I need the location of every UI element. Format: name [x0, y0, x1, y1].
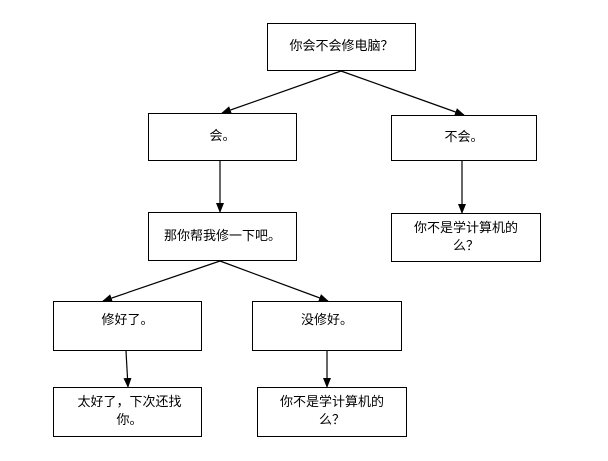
node-not-fixed-reply-line-2: 么？	[318, 413, 345, 428]
node-no-reply-line-2: 么？	[452, 238, 479, 254]
node-not-fixed-reply: 你不是学计算机的 么？	[257, 387, 407, 437]
node-fixed-reply-label: 太好了，下次还找你。	[77, 395, 182, 428]
node-not-fixed-label: 没修好。	[300, 313, 353, 328]
node-no-label: 不会。	[444, 130, 484, 145]
node-no-reply: 你不是学计算机的 么？	[391, 213, 541, 262]
node-help-label: 那你帮我修一下吧。	[163, 228, 281, 244]
node-yes: 会。	[148, 113, 297, 161]
node-not-fixed-reply-line-1: 你不是学计算机的	[279, 395, 384, 410]
node-no-reply-line-1: 你不是学计算机的	[413, 220, 518, 236]
node-help: 那你帮我修一下吧。	[148, 212, 297, 261]
node-root: 你会不会修电脑？	[267, 23, 416, 71]
node-yes-label: 会。	[209, 129, 236, 144]
node-fixed: 修好了。	[53, 301, 202, 351]
arrow-root-to-yes	[221, 70, 342, 114]
arrow-root-to-no	[340, 70, 465, 116]
node-not-fixed: 没修好。	[252, 301, 402, 351]
arrow-fixed-to-fixed-reply	[123, 350, 132, 388]
node-fixed-reply: 太好了，下次还找你。	[53, 387, 202, 437]
node-root-label: 你会不会修电脑？	[289, 39, 394, 54]
node-fixed-label: 修好了。	[101, 313, 154, 328]
arrow-help-to-not-fixed	[219, 260, 329, 302]
arrow-help-to-fixed	[102, 260, 221, 302]
node-no: 不会。	[391, 115, 537, 161]
